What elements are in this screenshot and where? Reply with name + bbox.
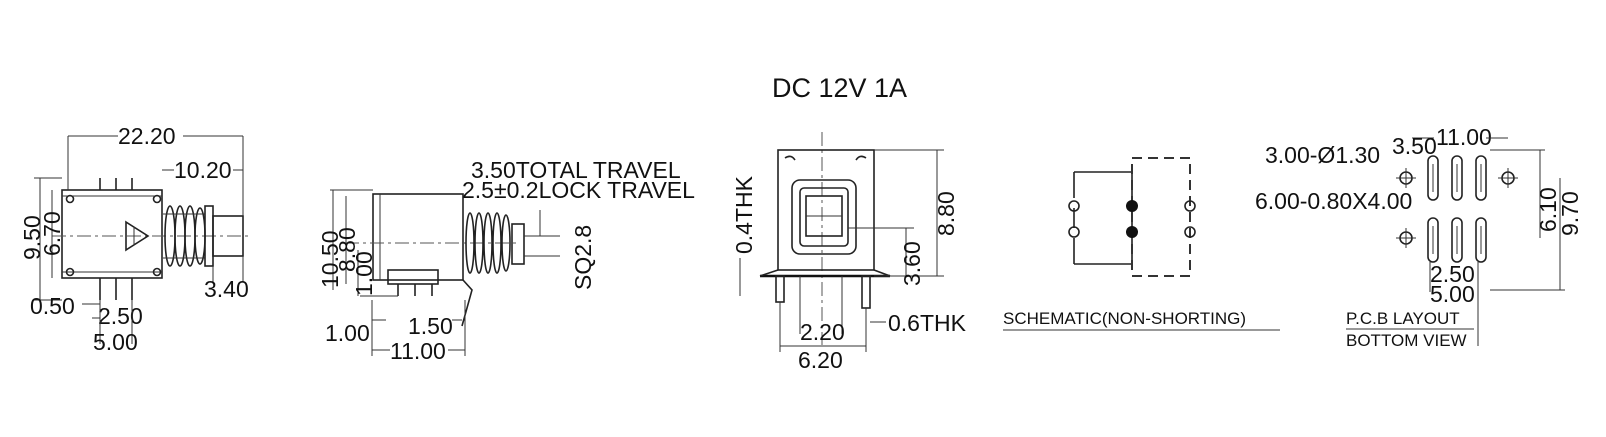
pcb-layout-label: P.C.B LAYOUT bbox=[1346, 309, 1460, 328]
dim-1-00: 1.00 bbox=[325, 320, 370, 346]
contact-open bbox=[1068, 200, 1080, 212]
end-frame bbox=[777, 149, 875, 271]
arrow-mark bbox=[125, 220, 150, 252]
dim-6-20: 6.20 bbox=[798, 347, 843, 373]
side-view: 22.20 10.20 9.50 6.70 3.40 0.50 2.50 5.0… bbox=[19, 123, 250, 355]
dim-1-50: 1.50 bbox=[408, 313, 453, 339]
dim-11-00: 11.00 bbox=[1436, 124, 1492, 150]
dim-9-70: 9.70 bbox=[1557, 191, 1583, 236]
dim-3-50: 3.50 bbox=[1392, 133, 1437, 159]
dim-22-20: 22.20 bbox=[118, 123, 176, 149]
dim-sq-2-8: SQ2.8 bbox=[570, 225, 596, 290]
dim-5-00: 5.00 bbox=[93, 329, 138, 355]
dim-10-20: 10.20 bbox=[174, 157, 232, 183]
dim-0-50: 0.50 bbox=[30, 293, 75, 319]
dim-8-80: 8.80 bbox=[334, 227, 360, 272]
rating-title: DC 12V 1A bbox=[772, 73, 907, 103]
contact-open bbox=[1068, 226, 1080, 238]
end-view: 0.4THK 8.80 3.60 0.6THK 2.20 6.20 bbox=[731, 132, 967, 373]
dim-2-20: 2.20 bbox=[800, 319, 845, 345]
contact-open bbox=[1184, 226, 1196, 238]
dim-5-00: 5.00 bbox=[1430, 281, 1475, 307]
slot-spec: 6.00-0.80X4.00 bbox=[1255, 188, 1412, 214]
bottom-view-label: BOTTOM VIEW bbox=[1346, 331, 1467, 350]
dim-11-00: 11.00 bbox=[390, 338, 446, 364]
dim-0-6-thk: 0.6THK bbox=[888, 310, 967, 336]
hole-spec: 3.00-Ø1.30 bbox=[1265, 142, 1380, 168]
contact-closed bbox=[1126, 226, 1138, 238]
switch-body bbox=[61, 189, 163, 279]
dim-9-50: 9.50 bbox=[19, 215, 45, 260]
front-view: 3.50TOTAL TRAVEL 2.5±0.2LOCK TRAVEL SQ2.… bbox=[317, 157, 695, 364]
dim-3-40: 3.40 bbox=[204, 276, 249, 302]
total-travel-label: 3.50TOTAL TRAVEL bbox=[471, 157, 681, 183]
contact-closed bbox=[1126, 200, 1138, 212]
dim-6-10: 6.10 bbox=[1535, 187, 1561, 232]
spring-coils-front bbox=[465, 212, 511, 274]
dim-0-4-thk: 0.4THK bbox=[731, 175, 757, 254]
pcb-layout: 11.00 3.00-Ø1.30 3.50 6.00-0.80X4.00 bbox=[1255, 124, 1583, 350]
pin-slots bbox=[1427, 155, 1487, 263]
mounting-holes bbox=[1396, 168, 1518, 248]
contact-open bbox=[1184, 200, 1196, 212]
dim-2-50: 2.50 bbox=[98, 303, 143, 329]
switch-body-front bbox=[372, 193, 464, 281]
dim-8-80: 8.80 bbox=[933, 191, 959, 236]
dim-1-00-vertical: 1.00 bbox=[351, 251, 377, 296]
dim-2-50: 2.50 bbox=[1430, 261, 1475, 287]
schematic: SCHEMATIC(NON-SHORTING) bbox=[1003, 157, 1280, 331]
schematic-dashed-box bbox=[1131, 157, 1191, 277]
actuator-stem bbox=[212, 215, 244, 257]
schematic-label: SCHEMATIC(NON-SHORTING) bbox=[1003, 309, 1246, 328]
lock-travel-label: 2.5±0.2LOCK TRAVEL bbox=[462, 177, 695, 203]
dim-3-60: 3.60 bbox=[899, 241, 925, 286]
dim-10-50: 10.50 bbox=[317, 230, 343, 288]
dim-6-70: 6.70 bbox=[39, 211, 65, 256]
